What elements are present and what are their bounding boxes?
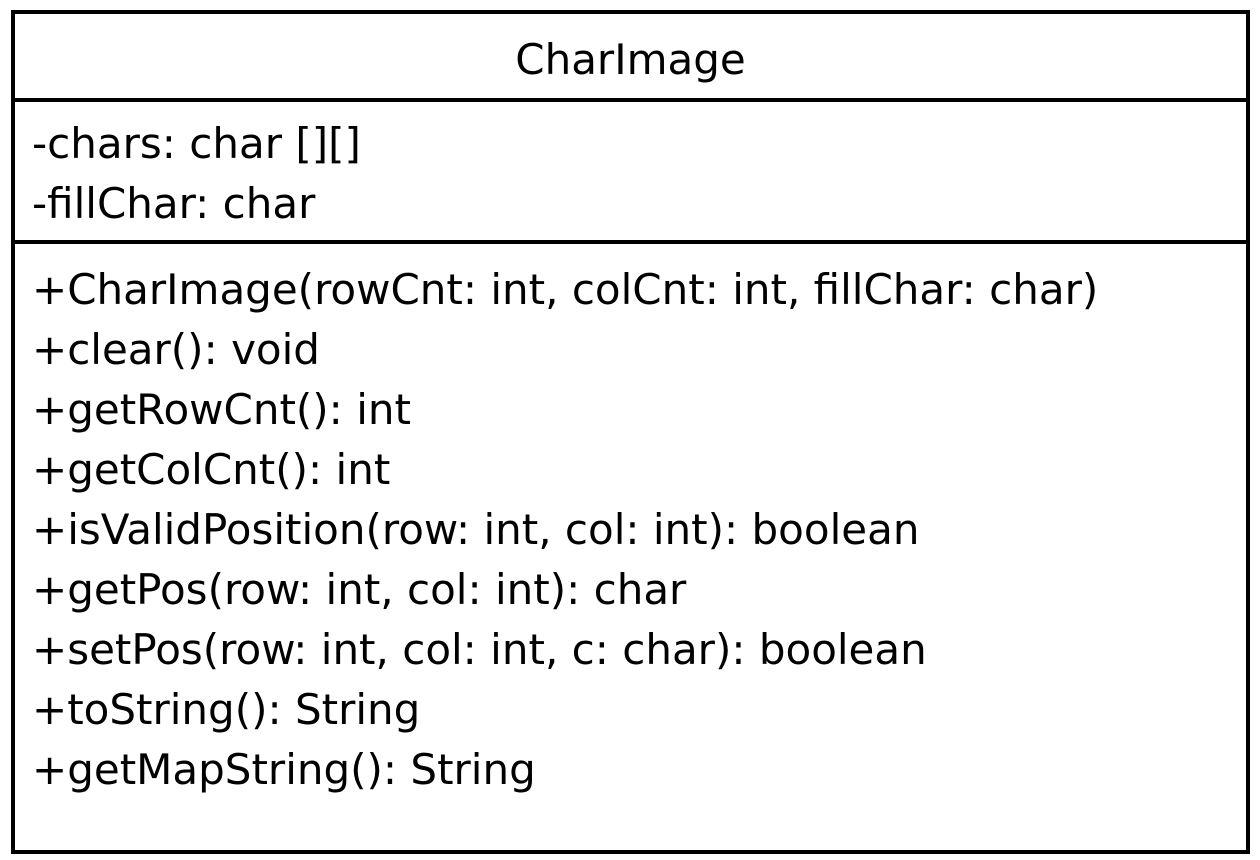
class-name: CharImage	[515, 34, 746, 84]
attribute-chars: -chars: char [][]	[32, 119, 361, 168]
uml-class-box: CharImage -chars: char [][] -fillChar: c…	[11, 10, 1250, 854]
operation-clear: +clear(): void	[32, 325, 320, 374]
operation-get-col-cnt: +getColCnt(): int	[32, 445, 391, 494]
operation-get-pos: +getPos(row: int, col: int): char	[32, 565, 687, 614]
operation-to-string: +toString(): String	[32, 685, 421, 734]
operation-is-valid-position: +isValidPosition(row: int, col: int): bo…	[32, 505, 920, 554]
operation-constructor: +CharImage(rowCnt: int, colCnt: int, fil…	[32, 265, 1099, 314]
attribute-fillchar: -fillChar: char	[32, 179, 316, 228]
operations-compartment: +CharImage(rowCnt: int, colCnt: int, fil…	[15, 244, 1246, 800]
class-name-compartment: CharImage	[15, 14, 1246, 102]
operation-get-map-string: +getMapString(): String	[32, 745, 536, 794]
attributes-compartment: -chars: char [][] -fillChar: char	[15, 102, 1246, 244]
operation-set-pos: +setPos(row: int, col: int, c: char): bo…	[32, 625, 927, 674]
operation-get-row-cnt: +getRowCnt(): int	[32, 385, 411, 434]
